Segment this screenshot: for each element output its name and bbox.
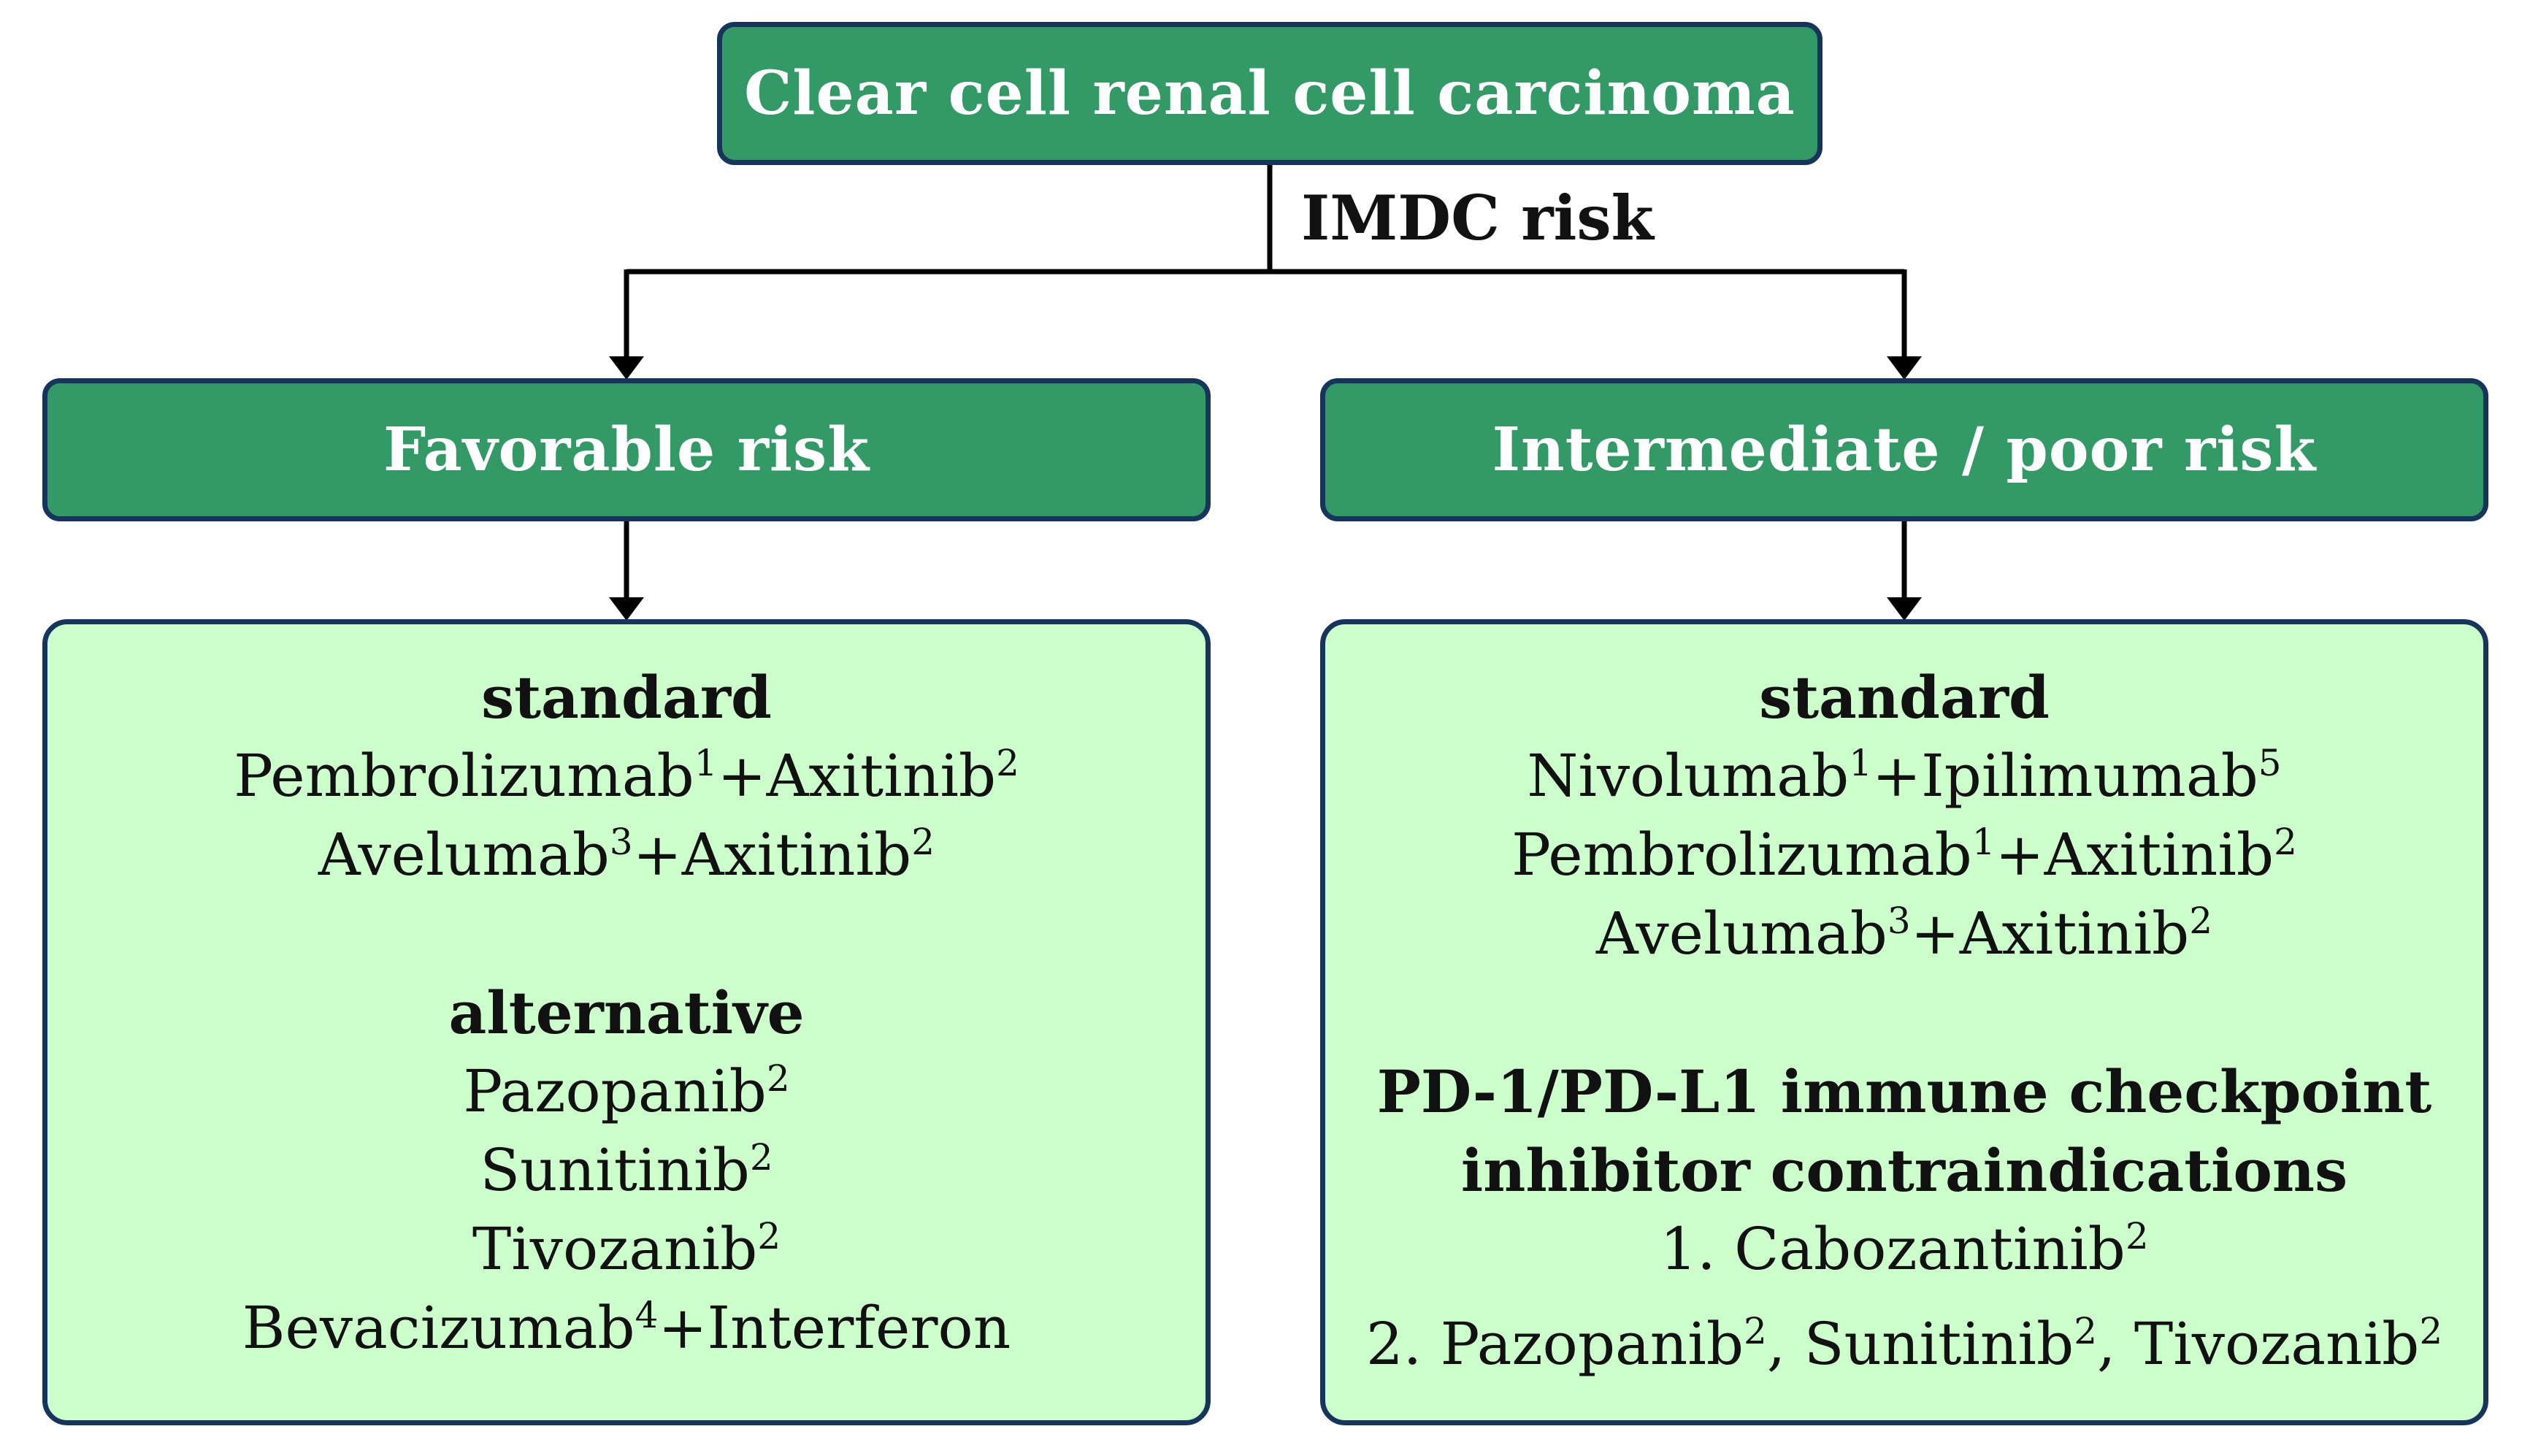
- contraindication-option-2: 2. Pazopanib2, Sunitinib2, Tivozanib2: [1365, 1310, 2443, 1378]
- arrow-to-intermediate-content-icon: [1887, 597, 1922, 621]
- intermediate-standard-item: Avelumab3+Axitinib2: [1595, 900, 2213, 968]
- favorable-standard-heading: standard: [481, 663, 772, 732]
- contraindications-heading-line1: PD-1/PD-L1 immune checkpoint: [1376, 1057, 2432, 1126]
- favorable-standard-item: Avelumab3+Axitinib2: [318, 821, 935, 889]
- intermediate-standard-heading: standard: [1759, 663, 2050, 732]
- intermediate-standard-item: Nivolumab1+Ipilimumab5: [1527, 742, 2282, 810]
- contraindications-heading-line2: inhibitor contraindications: [1460, 1136, 2348, 1205]
- arrow-to-intermediate-icon: [1887, 356, 1922, 380]
- favorable-treatments-box: standard Pembrolizumab1+Axitinib2 Avelum…: [42, 619, 1211, 1425]
- favorable-standard-item: Pembrolizumab1+Axitinib2: [234, 742, 1019, 810]
- arrow-to-favorable-icon: [609, 356, 644, 380]
- intermediate-treatments-box: standard Nivolumab1+Ipilimumab5 Pembroli…: [1320, 619, 2488, 1425]
- favorable-alternative-item: Pazopanib2: [463, 1057, 790, 1125]
- contraindication-option-1: 1. Cabozantinib2: [1660, 1215, 2149, 1283]
- intermediate-poor-risk-title: Intermediate / poor risk: [1492, 415, 2317, 485]
- section-spacer: [47, 894, 1206, 973]
- intermediate-standard-item: Pembrolizumab1+Axitinib2: [1511, 821, 2297, 889]
- intermediate-poor-risk-node: Intermediate / poor risk: [1320, 378, 2488, 521]
- arrow-to-favorable-content-icon: [609, 597, 644, 621]
- favorable-alternative-item: Tivozanib2: [472, 1215, 781, 1283]
- favorable-alternative-item: Sunitinib2: [480, 1136, 773, 1204]
- section-spacer: [1325, 973, 2483, 1052]
- favorable-risk-node: Favorable risk: [42, 378, 1211, 521]
- imdc-risk-label: IMDC risk: [1301, 182, 1654, 254]
- favorable-alternative-heading: alternative: [448, 978, 805, 1047]
- favorable-risk-title: Favorable risk: [383, 415, 870, 485]
- favorable-alternative-item: Bevacizumab4+Interferon: [242, 1294, 1011, 1362]
- root-title: Clear cell renal cell carcinoma: [744, 58, 1795, 129]
- root-node: Clear cell renal cell carcinoma: [717, 22, 1822, 165]
